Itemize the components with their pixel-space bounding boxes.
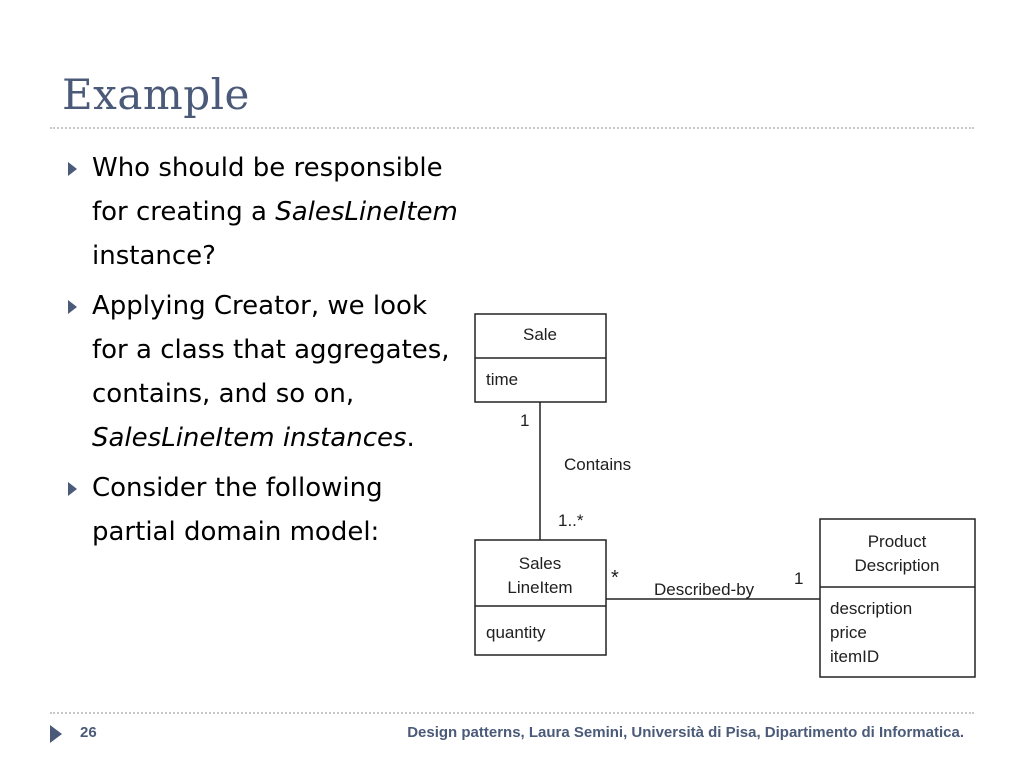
- class-sale-name: Sale: [523, 325, 557, 344]
- footer-divider: [50, 712, 974, 714]
- described-by-item-multiplicity: *: [611, 567, 619, 589]
- bullet-list: Who should be responsible for creating a…: [60, 146, 460, 560]
- contains-label: Contains: [564, 455, 631, 474]
- domain-model-diagram: Sale time 1 Contains 1..* Sales LineItem…: [474, 313, 976, 678]
- footer-credit: Design patterns, Laura Semini, Universit…: [407, 724, 964, 741]
- class-sales-line-item-attribute: quantity: [486, 623, 546, 642]
- bullet-arrow-icon: [68, 482, 77, 496]
- bullet-item: Consider the following partial domain mo…: [60, 466, 460, 554]
- bullet-item: Applying Creator, we look for a class th…: [60, 284, 460, 460]
- class-sales-line-item-name-line: Sales: [519, 554, 562, 573]
- bullet-arrow-icon: [68, 162, 77, 176]
- class-product-description-attribute: price: [830, 623, 867, 642]
- class-product-description-attribute: itemID: [830, 647, 879, 666]
- class-product-description: Product Description description price it…: [819, 518, 976, 678]
- page-number: 26: [80, 724, 97, 741]
- class-sales-line-item: Sales LineItem quantity: [474, 539, 607, 656]
- class-product-description-box: [819, 518, 976, 678]
- described-by-label: Described-by: [654, 580, 755, 599]
- slide-title: Example: [62, 70, 250, 119]
- class-product-description-name-line: Description: [854, 556, 939, 575]
- footer-arrow-icon: [50, 725, 62, 743]
- class-product-description-name-line: Product: [868, 532, 927, 551]
- title-divider: [50, 127, 974, 129]
- bullet-item: Who should be responsible for creating a…: [60, 146, 460, 278]
- contains-item-multiplicity: 1..*: [558, 511, 584, 530]
- class-product-description-attribute: description: [830, 599, 912, 618]
- bullet-arrow-icon: [68, 300, 77, 314]
- contains-sale-multiplicity: 1: [520, 411, 529, 430]
- class-sales-line-item-box: [474, 539, 607, 656]
- class-sales-line-item-name-line: LineItem: [507, 578, 572, 597]
- class-sale: Sale time: [474, 313, 607, 403]
- described-by-product-multiplicity: 1: [794, 569, 803, 588]
- class-sale-attribute: time: [486, 370, 518, 389]
